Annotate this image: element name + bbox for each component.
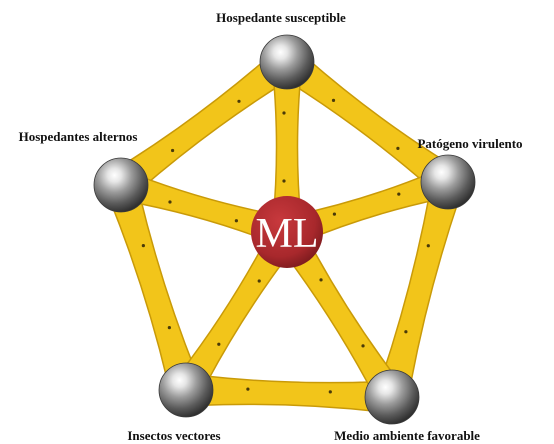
rod-left-to-top-dot-1	[171, 149, 174, 152]
rod-top-to-right-dot-1	[332, 99, 335, 102]
sphere-bottom-left	[159, 363, 213, 417]
rod-top-to-right	[288, 57, 448, 187]
spoke-left-dot-1	[168, 200, 171, 203]
rod-bottom-left-to-left	[111, 193, 197, 382]
rod-bottom-left-to-left-dot-1	[168, 326, 171, 329]
rod-bottom-right-to-bottom-left-dot-2	[246, 388, 249, 391]
sphere-bottom-right	[365, 370, 419, 424]
spoke-bottom-right-dot-2	[319, 278, 322, 281]
rod-right-to-bottom-right	[381, 191, 459, 388]
rod-bottom-right-to-bottom-left	[198, 375, 380, 411]
sphere-left	[94, 158, 148, 212]
rod-right-to-bottom-right-dot-2	[404, 330, 407, 333]
spoke-bottom-right-dot-1	[361, 344, 364, 347]
spoke-left-dot-2	[235, 219, 238, 222]
label-bottom-left: Insectos vectores	[127, 428, 220, 443]
rod-top-to-right-dot-2	[396, 147, 399, 150]
rod-left-to-top-dot-2	[237, 100, 240, 103]
rod-bottom-right-to-bottom-left-dot-1	[329, 390, 332, 393]
spoke-top-dot-2	[282, 179, 285, 182]
spoke-right-dot-2	[333, 213, 336, 216]
spoke-right-dot-1	[397, 193, 400, 196]
rod-bottom-left-to-left-dot-2	[142, 244, 145, 247]
rod-left-to-top	[122, 57, 286, 189]
rod-right-to-bottom-right-dot-1	[427, 244, 430, 247]
label-top: Hospedante susceptible	[216, 10, 346, 25]
sphere-right	[421, 155, 475, 209]
spoke-bottom-left-dot-1	[217, 343, 220, 346]
label-left: Hospedantes alternos	[19, 129, 138, 144]
center-hub: ML	[251, 196, 323, 268]
center-label: ML	[256, 211, 319, 257]
sphere-top	[260, 35, 314, 89]
label-bottom-right: Medio ambiente favorable	[334, 428, 480, 443]
label-right: Patógeno virulento	[417, 136, 522, 151]
spoke-bottom-left-dot-2	[258, 279, 261, 282]
spoke-top-dot-1	[282, 111, 285, 114]
